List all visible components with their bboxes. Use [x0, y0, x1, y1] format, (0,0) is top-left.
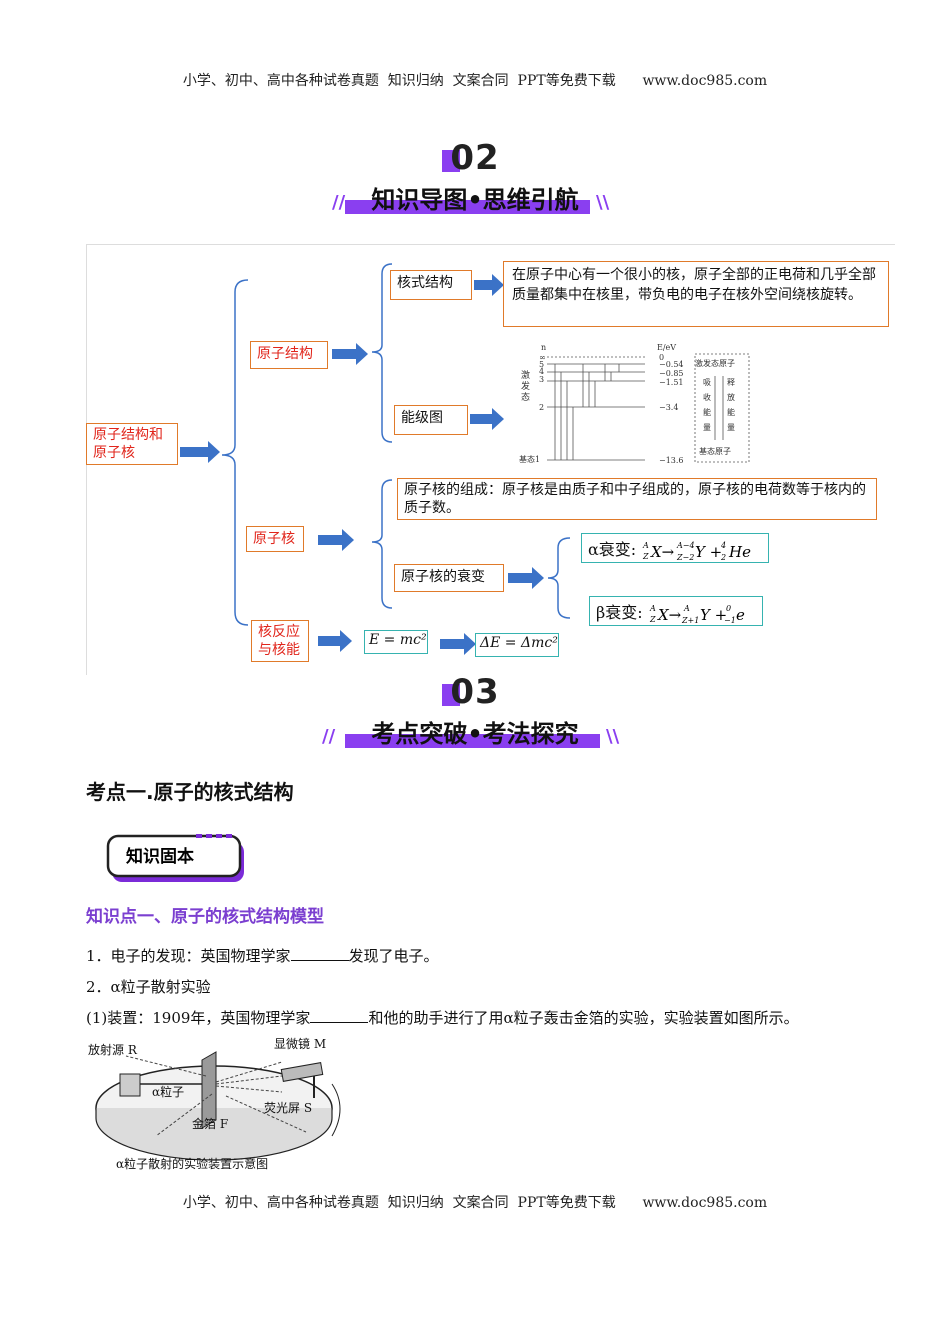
svg-text:−1.51: −1.51 [659, 378, 684, 387]
svg-text:4: 4 [539, 367, 544, 376]
arrow-icon [180, 441, 220, 463]
node-nuclear-model: 核式结构 [390, 270, 472, 300]
svg-text:态: 态 [521, 391, 530, 403]
arrow-icon [318, 630, 352, 652]
svg-text:吸: 吸 [703, 378, 711, 387]
svg-text:α粒子: α粒子 [152, 1084, 184, 1099]
svg-text:2: 2 [539, 403, 544, 412]
svg-text:能: 能 [727, 407, 735, 417]
knowledge-point-title: 知识点一、原子的核式结构模型 [86, 907, 324, 927]
knowledge-badge: 知识固本 [106, 832, 248, 888]
svg-text:放射源 R: 放射源 R [88, 1042, 138, 1057]
energy-level-diagram: n E/eV ∞ 0 5 −0.54 4 −0.85 3 −1.51 2 −3.… [519, 343, 750, 465]
svg-text:4: 4 [720, 541, 726, 550]
page-header: 小学、初中、高中各种试卷真题 知识归纳 文案合同 PPT等免费下载 www.do… [182, 73, 768, 89]
svg-text:基态原子: 基态原子 [699, 446, 731, 456]
svg-text:量: 量 [703, 423, 711, 432]
page-footer: 小学、初中、高中各种试卷真题 知识归纳 文案合同 PPT等免费下载 www.do… [182, 1195, 768, 1211]
svg-text:释: 释 [727, 378, 735, 387]
node-energy-level: 能级图 [394, 405, 468, 435]
svg-text:能: 能 [703, 407, 711, 417]
svg-text:发: 发 [521, 380, 530, 392]
mindmap-root: 原子结构和原子核 [86, 423, 178, 465]
svg-text:2: 2 [720, 553, 726, 562]
svg-text:Z+1: Z+1 [681, 616, 699, 625]
section-title-mindmap: 知识导图•思维引航 [0, 180, 950, 215]
arrow-icon [470, 408, 504, 430]
svg-text:α粒子散射的实验装置示意图: α粒子散射的实验装置示意图 [116, 1156, 268, 1171]
svg-text:A: A [649, 604, 656, 613]
svg-text:Z−2: Z−2 [676, 553, 694, 562]
node-nuclear-reaction: 核反应与核能 [251, 620, 309, 662]
formula-delta-emc2: ΔE = Δmc² [475, 633, 559, 657]
svg-text:A: A [642, 541, 649, 550]
svg-text:基态1: 基态1 [519, 454, 540, 464]
arrow-icon [332, 343, 368, 365]
svg-text:知识固本: 知识固本 [125, 846, 194, 867]
svg-text:Y +: Y + [700, 606, 727, 624]
nuclear-model-description: 在原子中心有一个很小的核，原子全部的正电荷和几乎全部质量都集中在核里，带负电的电… [503, 261, 889, 327]
node-atom-structure: 原子结构 [250, 341, 328, 369]
section-number-03: 03 [0, 672, 950, 712]
node-decay: 原子核的衰变 [394, 564, 504, 592]
svg-text:X→: X→ [650, 543, 675, 561]
svg-text:激发态原子: 激发态原子 [695, 358, 735, 368]
svg-text:−0.54: −0.54 [659, 360, 684, 369]
svg-text:量: 量 [727, 423, 735, 432]
section-title-exam: 考点突破•考法探究 [0, 714, 950, 749]
svg-text:金箔 F: 金箔 F [192, 1116, 228, 1131]
arrow-icon [508, 567, 544, 589]
answer-blank[interactable] [310, 1008, 369, 1023]
question-line-1: 1．电子的发现：英国物理学家发现了电子。 [86, 946, 439, 965]
point-title: 考点一.原子的核式结构 [86, 780, 294, 804]
svg-text:−3.4: −3.4 [659, 403, 678, 412]
question-line-2: 2．α粒子散射实验 [86, 978, 211, 996]
svg-text:Y +: Y + [695, 543, 722, 561]
mindmap-connectors [221, 263, 571, 626]
nucleus-composition: 原子核的组成：原子核是由质子和中子组成的，原子核的电荷数等于核内的质子数。 [397, 478, 877, 520]
svg-text:3: 3 [539, 375, 544, 384]
formula-emc2: E = mc² [364, 630, 428, 654]
svg-text:−13.6: −13.6 [659, 456, 684, 465]
svg-text:5: 5 [539, 360, 544, 369]
svg-text:放: 放 [727, 392, 735, 402]
slash-deco: // [322, 726, 336, 747]
arrow-icon [474, 274, 504, 296]
svg-text:荧光屏 S: 荧光屏 S [264, 1101, 312, 1115]
slash-deco: \\ [606, 726, 620, 747]
svg-text:He: He [728, 543, 751, 561]
svg-text:X→: X→ [657, 606, 682, 624]
arrow-icon [318, 529, 354, 551]
question-line-3: (1)装置：1909年，英国物理学家和他的助手进行了用α粒子轰击金箔的实验，实验… [86, 1008, 799, 1027]
arrow-icon [440, 633, 476, 655]
svg-text:−1: −1 [724, 616, 736, 625]
svg-text:激: 激 [521, 369, 530, 381]
section-number-02: 02 [0, 138, 950, 178]
svg-text:e: e [736, 606, 745, 624]
svg-text:收: 收 [703, 392, 711, 402]
slash-deco: \\ [596, 192, 610, 213]
alpha-scattering-figure: 放射源 R 显微镜 M α粒子 荧光屏 S 金箔 F α粒子散射的实验装置示意图 [88, 1036, 341, 1171]
svg-text:A−4: A−4 [676, 541, 695, 550]
svg-text:n: n [541, 343, 546, 352]
svg-text:0: 0 [659, 353, 664, 362]
svg-text:−0.85: −0.85 [659, 369, 684, 378]
svg-text:显微镜 M: 显微镜 M [274, 1036, 326, 1051]
svg-text:Z: Z [649, 615, 656, 624]
node-nucleus: 原子核 [246, 526, 304, 552]
answer-blank[interactable] [290, 946, 349, 961]
svg-text:E/eV: E/eV [657, 343, 676, 352]
svg-text:Z: Z [642, 552, 649, 561]
svg-text:0: 0 [726, 604, 731, 613]
svg-text:∞: ∞ [539, 353, 546, 362]
svg-text:A: A [683, 604, 690, 613]
slash-deco: // [332, 192, 346, 213]
